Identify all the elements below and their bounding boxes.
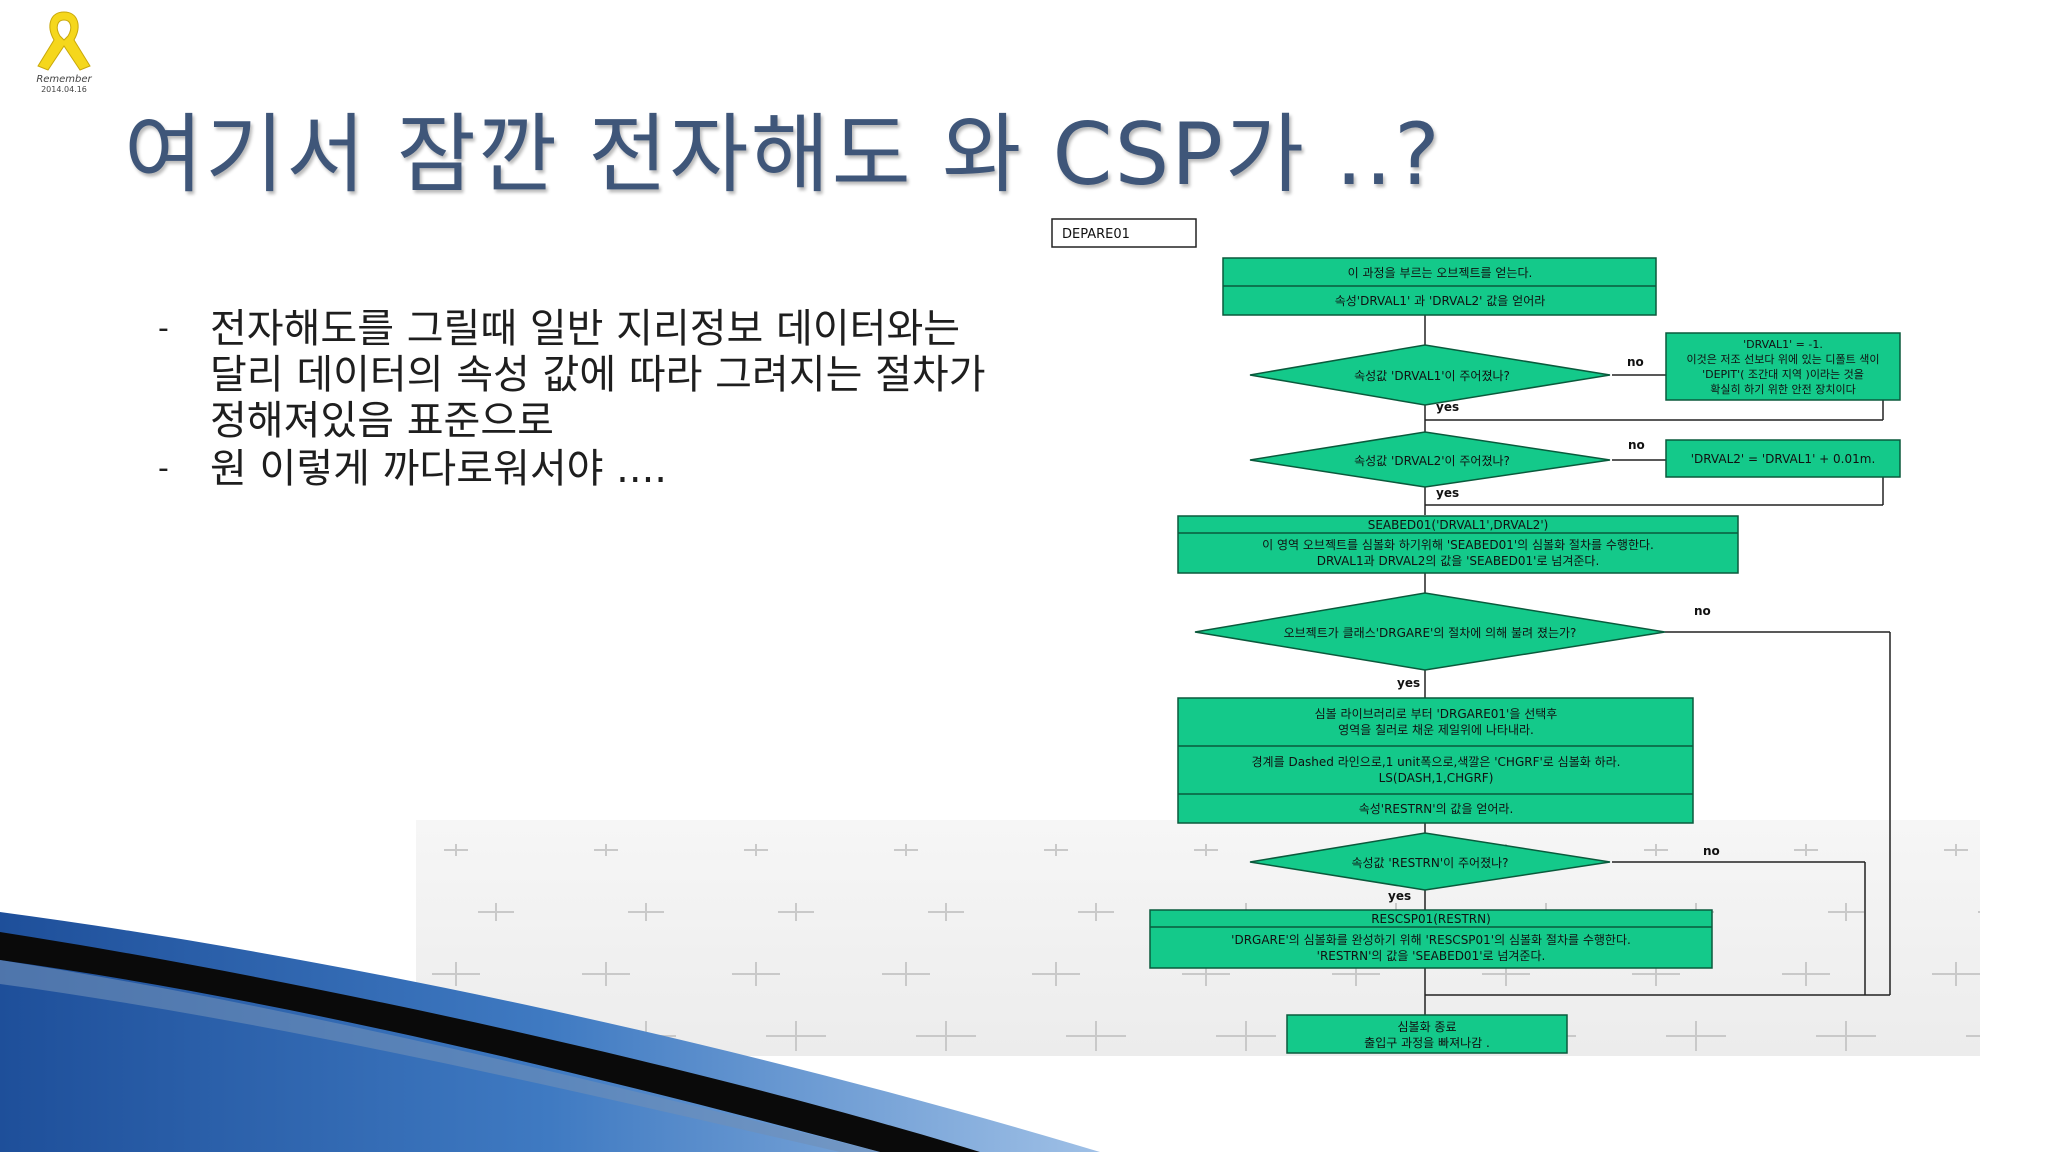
box3-line-2: 영역을 칠러로 채운 제일위에 나타내라. xyxy=(1338,723,1534,737)
side-box-2: 'DRVAL2' = 'DRVAL1' + 0.01m. xyxy=(1665,439,1901,478)
bullet-dash: - xyxy=(158,451,169,486)
grid-cross xyxy=(1032,962,1080,986)
box1-line-1: 이 과정을 부르는 오브젝트를 얻는다. xyxy=(1348,266,1533,280)
bullet-item-2: - 원 이렇게 까다로워서야 .... xyxy=(158,446,1038,492)
decision-4: 속성값 'RESTRN'이 주어졌나? xyxy=(1249,832,1611,891)
bullet-1-line-2: 달리 데이터의 속성 값에 따라 그려지는 절차가 xyxy=(210,352,986,398)
end-line-1: 심볼화 종료 xyxy=(1397,1020,1456,1034)
decorative-swoosh xyxy=(0,912,1100,1152)
no-label: no xyxy=(1628,438,1645,452)
grid-cross xyxy=(628,903,664,921)
side-box-1: 'DRVAL1' = -1. 이것은 저조 선보다 위에 있는 디폴트 색이 '… xyxy=(1665,332,1901,401)
grid-cross xyxy=(444,844,468,856)
box3-line-3: 경계를 Dashed 라인으로,1 unit폭으로,색깔은 'CHGRF'로 심… xyxy=(1252,755,1621,769)
decision2-text: 속성값 'DRVAL2'이 주어졌나? xyxy=(1354,454,1510,468)
remember-ribbon-logo: Remember 2014.04.16 xyxy=(24,4,104,94)
grid-cross xyxy=(1078,903,1114,921)
grid-cross xyxy=(732,962,780,986)
yes-label: yes xyxy=(1436,486,1459,500)
decision-3: 오브젝트가 클래스'DRGARE'의 절차에 의해 불려 졌는가? xyxy=(1194,592,1666,671)
grid-cross xyxy=(894,844,918,856)
grid-cross xyxy=(744,844,768,856)
side1-line-2: 이것은 저조 선보다 위에 있는 디폴트 색이 xyxy=(1686,353,1879,366)
grid-cross xyxy=(766,1021,826,1051)
bullet-1-line-1: 전자해도를 그릴때 일반 지리정보 데이터와는 xyxy=(210,306,961,352)
logo-text-remember: Remember xyxy=(36,74,92,85)
box2-line-1: SEABED01('DRVAL1',DRVAL2') xyxy=(1368,518,1549,532)
decision4-text: 속성값 'RESTRN'이 주어졌나? xyxy=(1351,856,1508,870)
bullet-2-line-1: 원 이렇게 까다로워서야 .... xyxy=(210,446,668,492)
process-box-4: RESCSP01(RESTRN) 'DRGARE'의 심볼화를 완성하기 위해 … xyxy=(1149,909,1713,969)
no-label: no xyxy=(1703,844,1720,858)
box2-line-2: 이 영역 오브젝트를 심볼화 하기위해 'SEABED01'의 심볼화 절차를 … xyxy=(1262,537,1654,552)
decision-1: 속성값 'DRVAL1'이 주어졌나? xyxy=(1249,344,1611,406)
grid-cross xyxy=(1828,903,1864,921)
grid-cross xyxy=(1666,1021,1726,1051)
box4-line-3: 'RESTRN'의 값을 'SEABED01'로 넘겨준다. xyxy=(1317,949,1546,963)
side1-line-1: 'DRVAL1' = -1. xyxy=(1743,338,1823,351)
no-label: no xyxy=(1694,604,1711,618)
slide-title: 여기서 잠깐 전자해도 와 CSP가 ..? xyxy=(124,105,1442,205)
yes-label: yes xyxy=(1436,400,1459,414)
process-box-1: 이 과정을 부르는 오브젝트를 얻는다. 속성'DRVAL1' 과 'DRVAL… xyxy=(1222,257,1657,316)
grid-cross xyxy=(1932,962,1980,986)
bullet-list: - 전자해도를 그릴때 일반 지리정보 데이터와는 달리 데이터의 속성 값에 … xyxy=(158,306,1038,494)
grid-cross xyxy=(916,1021,976,1051)
no-label: no xyxy=(1627,355,1644,369)
bullet-item-1: - 전자해도를 그릴때 일반 지리정보 데이터와는 달리 데이터의 속성 값에 … xyxy=(158,306,1038,444)
yes-label: yes xyxy=(1397,676,1420,690)
yellow-ribbon-icon: Remember 2014.04.16 xyxy=(36,11,93,94)
grid-cross xyxy=(778,903,814,921)
box4-line-1: RESCSP01(RESTRN) xyxy=(1371,912,1491,926)
grid-cross xyxy=(594,844,618,856)
grid-cross xyxy=(1216,1021,1276,1051)
decision3-text: 오브젝트가 클래스'DRGARE'의 절차에 의해 불려 졌는가? xyxy=(1284,626,1577,640)
box3-line-4: LS(DASH,1,CHGRF) xyxy=(1379,771,1494,785)
yes-label: yes xyxy=(1388,889,1411,903)
side1-line-4: 확실히 하기 위한 안전 장치이다 xyxy=(1710,382,1856,396)
grid-cross xyxy=(432,962,480,986)
side2-text: 'DRVAL2' = 'DRVAL1' + 0.01m. xyxy=(1691,452,1876,466)
box2-line-3: DRVAL1과 DRVAL2의 값을 'SEABED01'로 넘겨준다. xyxy=(1317,554,1600,568)
grid-cross xyxy=(882,962,930,986)
start-terminal xyxy=(1051,218,1197,248)
start-label: DEPARE01 xyxy=(1062,227,1130,242)
logo-text-date: 2014.04.16 xyxy=(41,85,87,94)
grid-cross xyxy=(1816,1021,1876,1051)
process-box-3: 심볼 라이브러리로 부터 'DRGARE01'을 선택후 영역을 칠러로 채운 … xyxy=(1177,697,1694,824)
end-line-2: 출입구 과정을 빠져나감 . xyxy=(1364,1036,1490,1050)
decision-2: 속성값 'DRVAL2'이 주어졌나? xyxy=(1249,431,1611,488)
grid-cross xyxy=(1644,844,1668,856)
bullet-dash: - xyxy=(158,311,169,346)
grid-cross xyxy=(478,903,514,921)
process-box-2: SEABED01('DRVAL1',DRVAL2') 이 영역 오브젝트를 심볼… xyxy=(1177,515,1739,574)
box3-line-5: 속성'RESTRN'의 값을 얻어라. xyxy=(1359,802,1514,816)
grid-cross xyxy=(1044,844,1068,856)
decision1-text: 속성값 'DRVAL1'이 주어졌나? xyxy=(1354,369,1510,383)
grid-cross xyxy=(582,962,630,986)
grid-cross xyxy=(928,903,964,921)
bullet-text-1: 전자해도를 그릴때 일반 지리정보 데이터와는 달리 데이터의 속성 값에 따라… xyxy=(210,306,986,444)
box1-line-2: 속성'DRVAL1' 과 'DRVAL2' 값을 얻어라 xyxy=(1335,294,1546,308)
box3-line-1: 심볼 라이브러리로 부터 'DRGARE01'을 선택후 xyxy=(1315,707,1558,721)
grid-cross xyxy=(1782,962,1830,986)
grid-cross xyxy=(1194,844,1218,856)
bullet-1-line-3: 정해져있음 표준으로 xyxy=(210,398,554,444)
side1-line-3: 'DEPIT'( 조간대 지역 )이라는 것을 xyxy=(1702,368,1864,381)
end-box: 심볼화 종료 출입구 과정을 빠져나감 . xyxy=(1286,1014,1568,1054)
grid-cross xyxy=(1794,844,1818,856)
csp-flowchart: DEPARE01 이 과정을 부르는 오브젝트를 얻는다. 속성'DRVAL1'… xyxy=(1051,218,1901,1054)
grid-cross xyxy=(1944,844,1968,856)
flow-connectors xyxy=(1424,315,1891,1015)
grid-cross xyxy=(1066,1021,1126,1051)
box4-line-2: 'DRGARE'의 심볼화를 완성하기 위해 'RESCSP01'의 심볼화 절… xyxy=(1231,932,1631,947)
